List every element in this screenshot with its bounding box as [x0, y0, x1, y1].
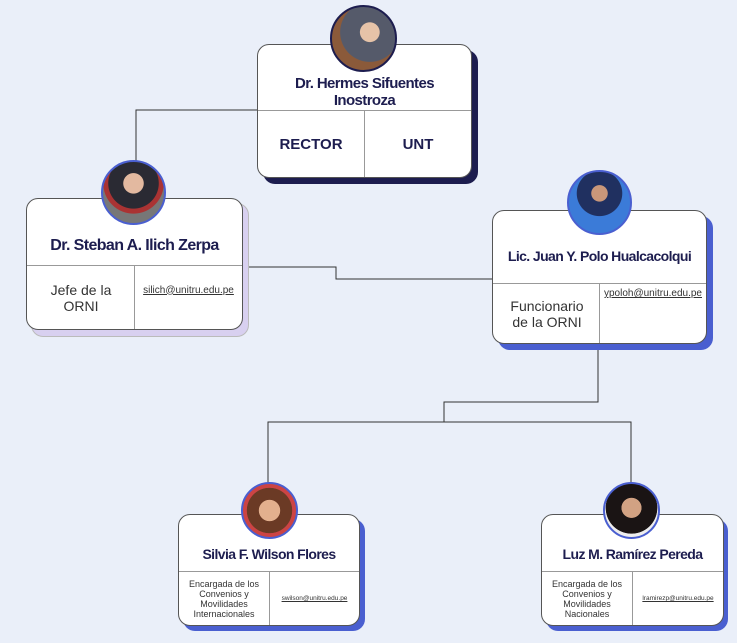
jefe-role: Jefe de la ORNI: [50, 281, 112, 314]
encargada-nac-role: Encargada de los Convenios y Movilidades…: [551, 578, 623, 619]
funcionario-role: Funcionario de la ORNI: [510, 297, 584, 330]
rector-name: Dr. Hermes Sifuentes Inostroza: [295, 75, 435, 109]
rector-photo: [330, 5, 397, 72]
encargada-int-email[interactable]: swilson@unitru.edu.pe: [281, 595, 348, 602]
jefe-photo: [101, 160, 166, 225]
funcionario-name: Lic. Juan Y. Polo Hualcacolqui: [507, 248, 692, 264]
jefe-email[interactable]: silich@unitru.edu.pe: [143, 284, 234, 296]
jefe-name: Dr. Steban A. Ilich Zerpa: [50, 237, 219, 254]
encargada-nac-photo: [603, 482, 660, 539]
encargada-int-photo: [241, 482, 298, 539]
encargada-nac-name: Luz M. Ramírez Pereda: [562, 546, 703, 562]
funcionario-email[interactable]: ypoloh@unitru.edu.pe: [604, 288, 702, 299]
encargada-int-name: Silvia F. Wilson Flores: [202, 546, 336, 562]
rector-org: UNT: [402, 135, 434, 153]
rector-role: RECTOR: [279, 135, 343, 153]
encargada-nac-email[interactable]: lramirezp@unitru.edu.pe: [642, 595, 714, 602]
funcionario-photo: [567, 170, 632, 235]
encargada-int-role: Encargada de los Convenios y Movilidades…: [188, 578, 260, 619]
